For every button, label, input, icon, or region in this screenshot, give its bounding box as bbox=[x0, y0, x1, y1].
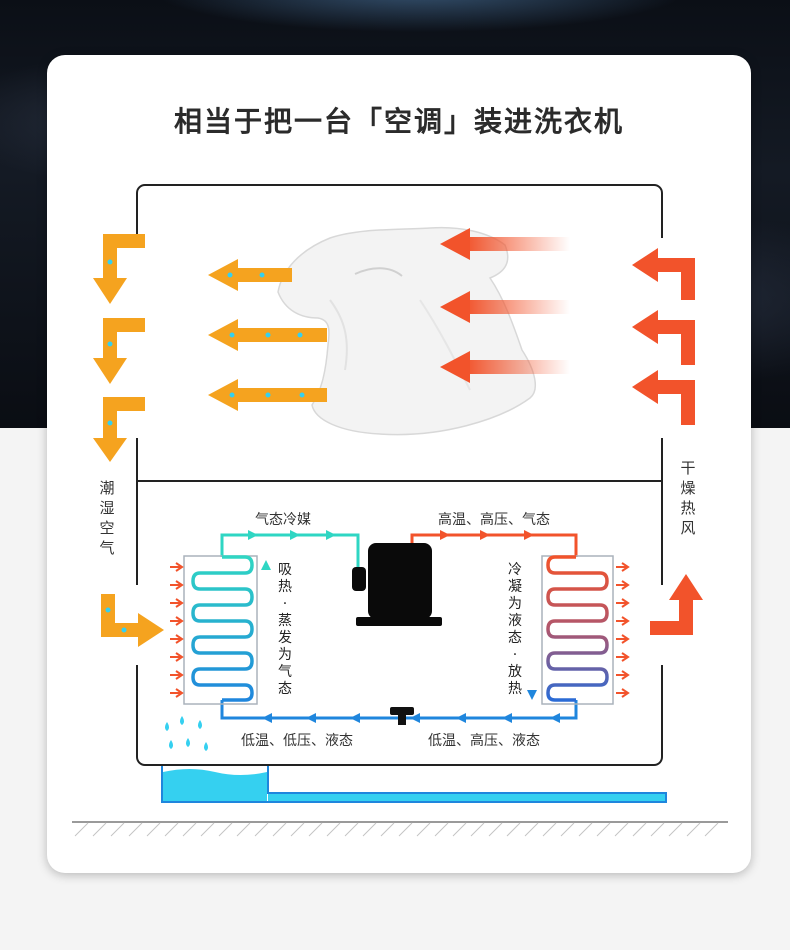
evaporator-flow-arrow bbox=[261, 560, 271, 690]
low-pressure-liquid-label: 低温、低压、液态 bbox=[241, 733, 353, 749]
content-card bbox=[47, 55, 751, 873]
dry-hot-air-label: 干燥热风 bbox=[680, 459, 696, 537]
condenser-air-out-arrows bbox=[616, 562, 630, 698]
evaporator-description: 吸热·蒸发为气态 bbox=[278, 562, 292, 697]
humid-air-label: 潮湿空气 bbox=[99, 479, 115, 557]
humid-air-arrow-1 bbox=[208, 259, 292, 291]
refrigerant-gas-label: 气态冷媒 bbox=[255, 512, 311, 528]
hot-air-arrow-3 bbox=[440, 351, 570, 383]
water-tank bbox=[161, 766, 667, 803]
hot-air-up-arrow-1 bbox=[632, 248, 695, 300]
condenser-description: 冷凝为液态·放热 bbox=[508, 562, 522, 697]
page-title: 相当于把一台「空调」装进洗衣机 bbox=[173, 105, 624, 138]
high-temp-gas-label: 高温、高压、气态 bbox=[438, 512, 550, 528]
high-pressure-liquid-label: 低温、高压、液态 bbox=[428, 733, 540, 749]
hot-air-up-arrow-3 bbox=[632, 370, 695, 425]
compressor-icon bbox=[352, 543, 442, 626]
machine-outline bbox=[136, 184, 663, 766]
evaporator-air-in-arrows bbox=[170, 562, 184, 698]
humid-air-down-arrow-2 bbox=[93, 318, 145, 384]
hot-air-up-arrow-2 bbox=[632, 310, 695, 365]
humid-air-into-evaporator-arrow bbox=[101, 594, 164, 647]
floor-line bbox=[72, 821, 728, 837]
hot-air-arrow-2 bbox=[440, 291, 570, 323]
condenser-flow-arrow bbox=[527, 562, 537, 700]
hot-air-out-condenser-arrow bbox=[650, 574, 703, 635]
condenser-coil bbox=[541, 555, 614, 705]
expansion-valve-icon bbox=[390, 707, 414, 725]
humid-air-arrow-3 bbox=[208, 379, 327, 411]
water-droplets-icon bbox=[165, 716, 208, 751]
humid-air-down-arrow-1 bbox=[93, 234, 145, 304]
humid-air-arrow-2 bbox=[208, 319, 327, 351]
evaporator-coil bbox=[183, 555, 258, 705]
hot-air-arrow-1 bbox=[440, 228, 570, 260]
humid-air-down-arrow-3 bbox=[93, 397, 145, 462]
shirt-icon bbox=[277, 226, 537, 436]
